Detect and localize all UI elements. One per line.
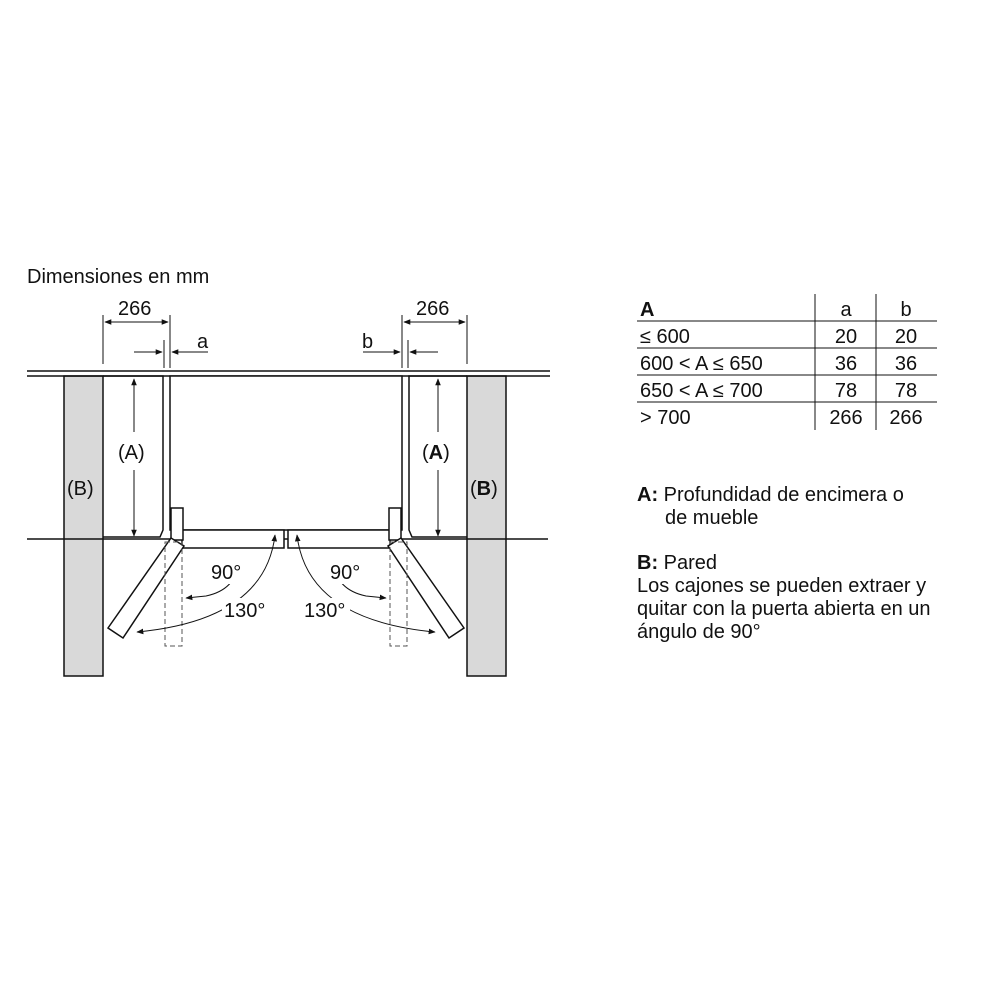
right-266-label: 266	[416, 298, 449, 320]
note-B-key: B:	[637, 552, 659, 574]
right-door-open-130	[386, 536, 466, 640]
left-wall-label: (B)	[67, 478, 94, 500]
table-cell: 600 < A ≤ 650	[640, 353, 763, 375]
left-266-label: 266	[118, 298, 151, 320]
clearance-table: A a b ≤ 600 20 20 600 < A ≤ 650 36 36 65…	[637, 294, 937, 430]
right-wall-label: (B)	[470, 478, 498, 500]
table-cell: 78	[835, 380, 857, 402]
left-depth-label: (A)	[118, 442, 145, 464]
left-angle-130-label: 130°	[224, 600, 265, 622]
table-header-A: A	[640, 299, 654, 321]
fridge-body	[169, 375, 403, 531]
table-cell: 266	[829, 407, 862, 429]
table-cell: 266	[889, 407, 922, 429]
drawers-note-3: ángulo de 90°	[637, 621, 761, 643]
right-hinge	[388, 507, 402, 541]
right-depth-label: (A)	[422, 442, 450, 464]
table-cell: 36	[895, 353, 917, 375]
diagram-title: Dimensiones en mm	[27, 266, 209, 288]
table-cell: 78	[895, 380, 917, 402]
drawers-note-1: Los cajones se pueden extraer y	[637, 575, 927, 597]
table-header-a: a	[840, 299, 852, 321]
left-wall	[63, 375, 104, 677]
note-A-key: A:	[637, 484, 659, 506]
note-B: B: Pared Los cajones se pueden extraer y…	[637, 552, 931, 644]
table-cell: 20	[835, 326, 857, 348]
left-angle-90-label: 90°	[211, 562, 241, 584]
table-cell: 20	[895, 326, 917, 348]
right-angle-90-label: 90°	[330, 562, 360, 584]
table-cell: 650 < A ≤ 700	[640, 380, 763, 402]
table-cell: 36	[835, 353, 857, 375]
table-cell: ≤ 600	[640, 326, 690, 348]
left-door-closed	[181, 529, 285, 549]
gap-a-label: a	[197, 331, 209, 353]
right-door-closed	[287, 529, 391, 549]
table-header-b: b	[900, 299, 911, 321]
note-A-text-2: de mueble	[665, 507, 759, 529]
left-hinge	[170, 507, 184, 541]
note-A: A: Profundidad de encimera o de mueble	[637, 484, 904, 530]
note-B-text: Pared	[663, 552, 718, 574]
table-cell: > 700	[640, 407, 691, 429]
gap-b-label: b	[362, 331, 373, 353]
right-wall	[466, 375, 507, 677]
drawers-note-2: quitar con la puerta abierta en un	[637, 598, 931, 620]
note-A-text: Profundidad de encimera o	[663, 484, 904, 506]
left-door-open-130	[106, 536, 186, 640]
right-angle-130-label: 130°	[304, 600, 345, 622]
